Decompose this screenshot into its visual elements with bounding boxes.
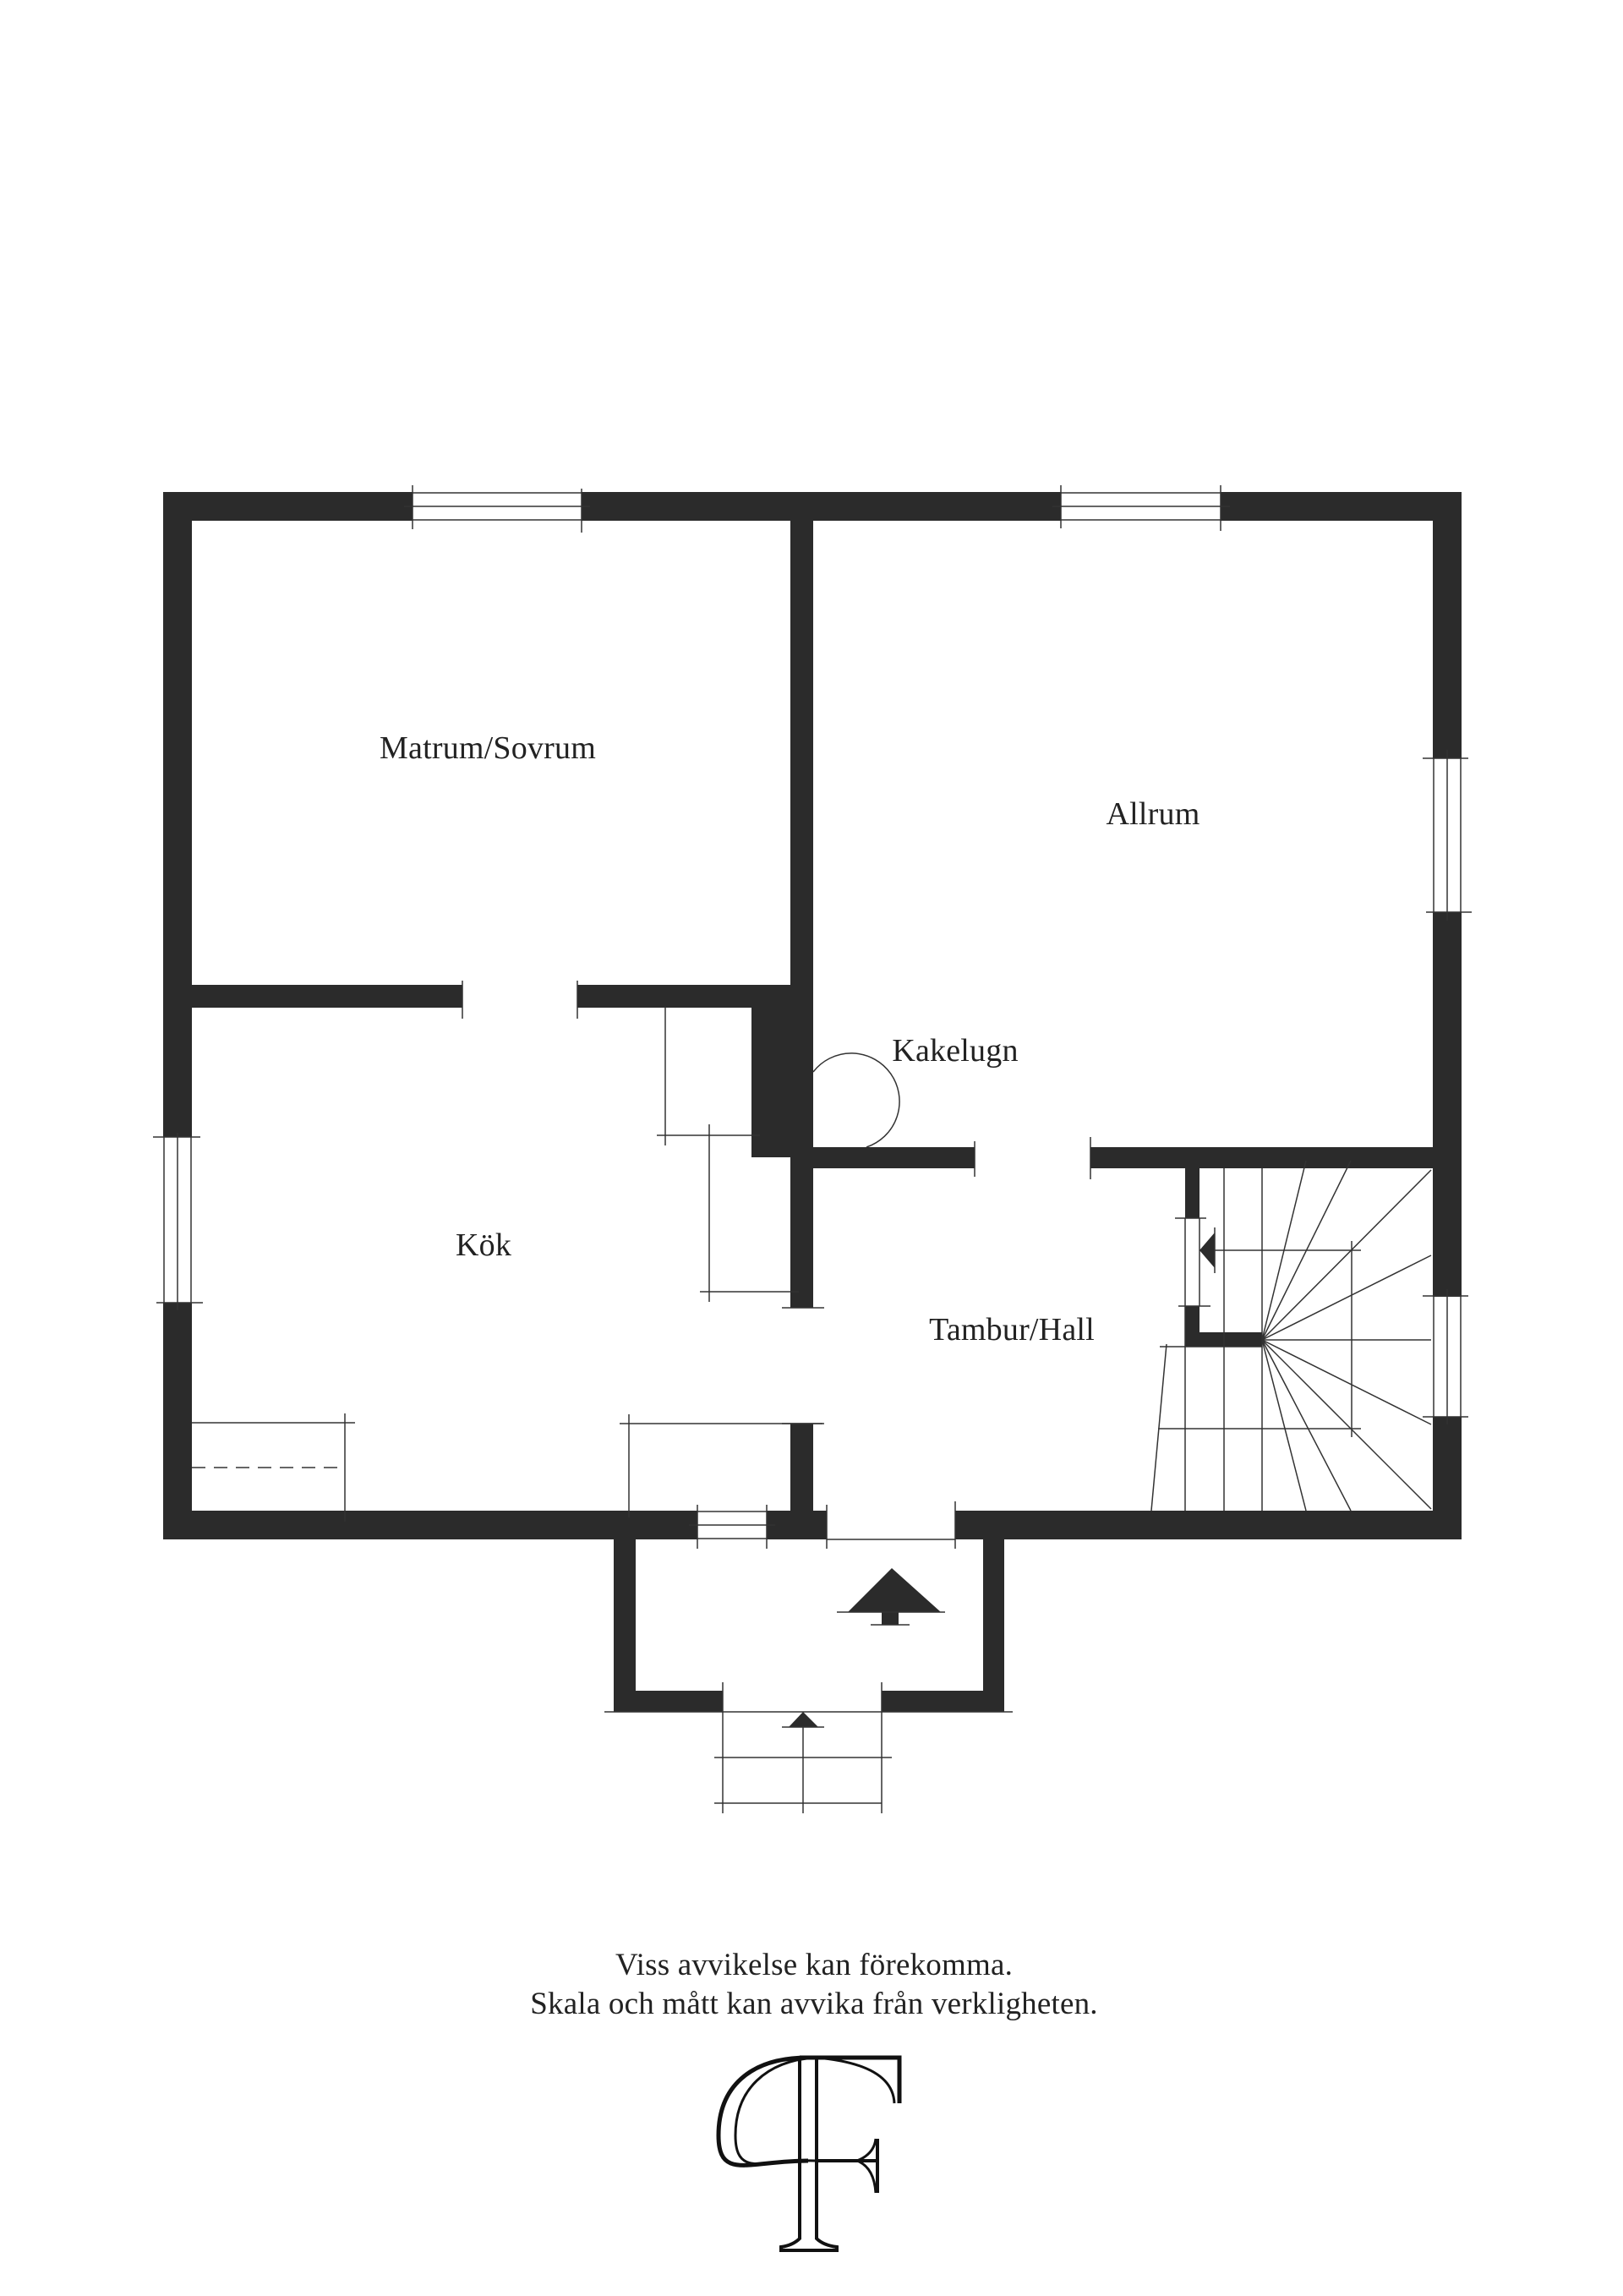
arrow-up-icon xyxy=(837,1568,945,1626)
window-stairs xyxy=(1423,1289,1468,1424)
room-label-kakelugn: Kakelugn xyxy=(892,1033,1019,1069)
windows xyxy=(153,485,1472,1549)
window-allrum-top xyxy=(1052,485,1230,531)
interior-walls xyxy=(192,521,1433,1511)
kakelugn-circle-icon xyxy=(812,1052,900,1148)
room-label-tambur-hall: Tambur/Hall xyxy=(929,1312,1095,1348)
arrow-left-icon xyxy=(1199,1227,1216,1273)
room-label-matrum-sovrum: Matrum/Sovrum xyxy=(380,730,596,766)
disclaimer: Viss avvikelse kan förekomma. Skala och … xyxy=(530,1946,1097,2024)
window-matrum xyxy=(404,485,590,533)
disclaimer-line-2: Skala och mått kan avvika från verklighe… xyxy=(530,1987,1098,2021)
arrow-up-icon xyxy=(782,1712,824,1728)
window-bottom-small xyxy=(689,1505,775,1549)
room-label-allrum: Allrum xyxy=(1106,796,1200,832)
window-allrum-right xyxy=(1423,750,1472,921)
window-kok xyxy=(153,1133,203,1310)
room-label-kok: Kök xyxy=(455,1227,512,1263)
outer-walls xyxy=(163,492,1462,1539)
staircase xyxy=(1150,1160,1432,1512)
entry-porch xyxy=(604,1539,1013,1813)
disclaimer-line-1: Viss avvikelse kan förekomma. xyxy=(615,1948,1014,1982)
monogram-logo-icon xyxy=(716,2055,902,2252)
kitchen-counters xyxy=(192,1007,822,1522)
